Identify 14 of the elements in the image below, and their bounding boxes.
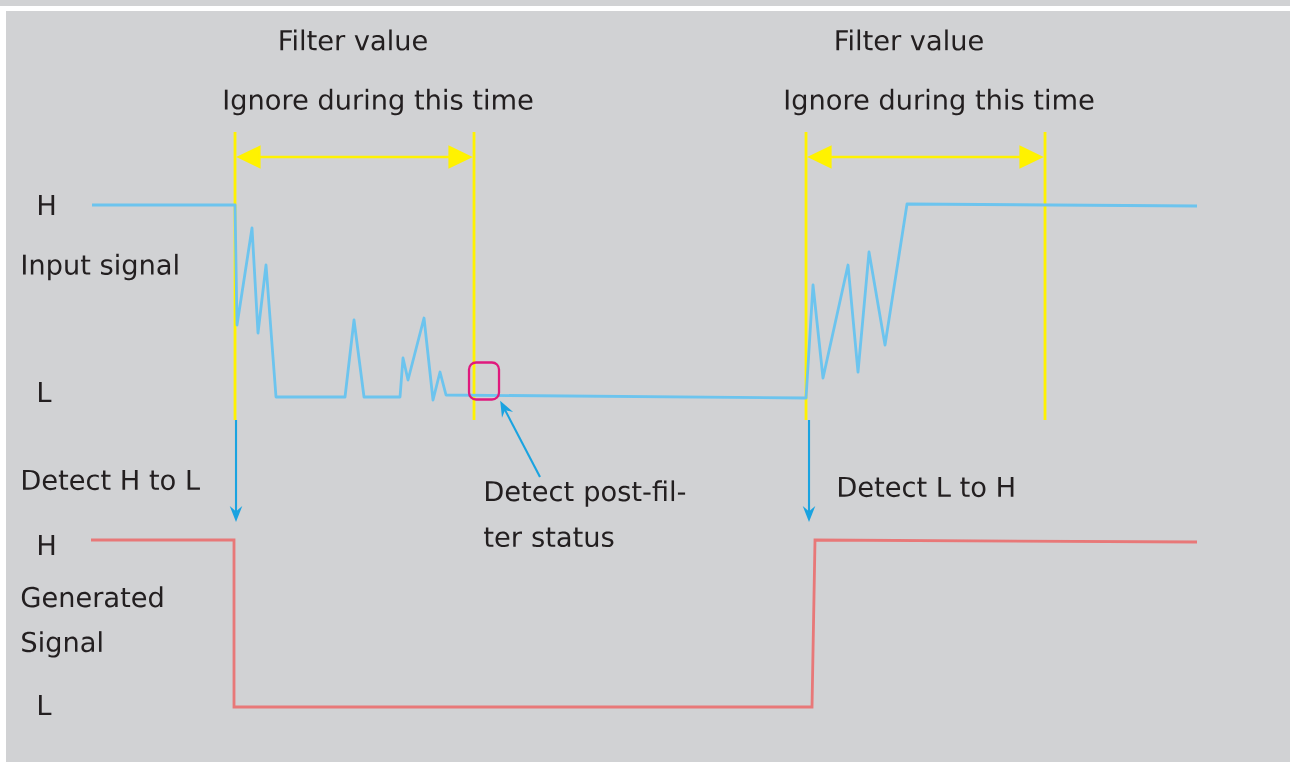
level-label: H: [39, 195, 55, 215]
annotation-text: Ignore during this time: [224, 88, 533, 116]
heading-text: Filter value: [280, 29, 427, 51]
level-label: L: [39, 382, 52, 402]
highlight-box: [467, 361, 501, 401]
annotation-text: Detect H to L: [23, 469, 200, 491]
annotation-text: Detect L to H: [839, 476, 1014, 498]
heading-text: Filter value: [836, 29, 983, 51]
signal-label: Input signal: [23, 253, 178, 281]
callout-text: Detect post-fil- ter status: [484, 480, 686, 548]
level-label: H: [39, 535, 55, 555]
annotation-text: Ignore during this time: [785, 88, 1094, 116]
level-label: L: [39, 695, 52, 715]
signal-label: Generated Signal: [21, 586, 163, 658]
